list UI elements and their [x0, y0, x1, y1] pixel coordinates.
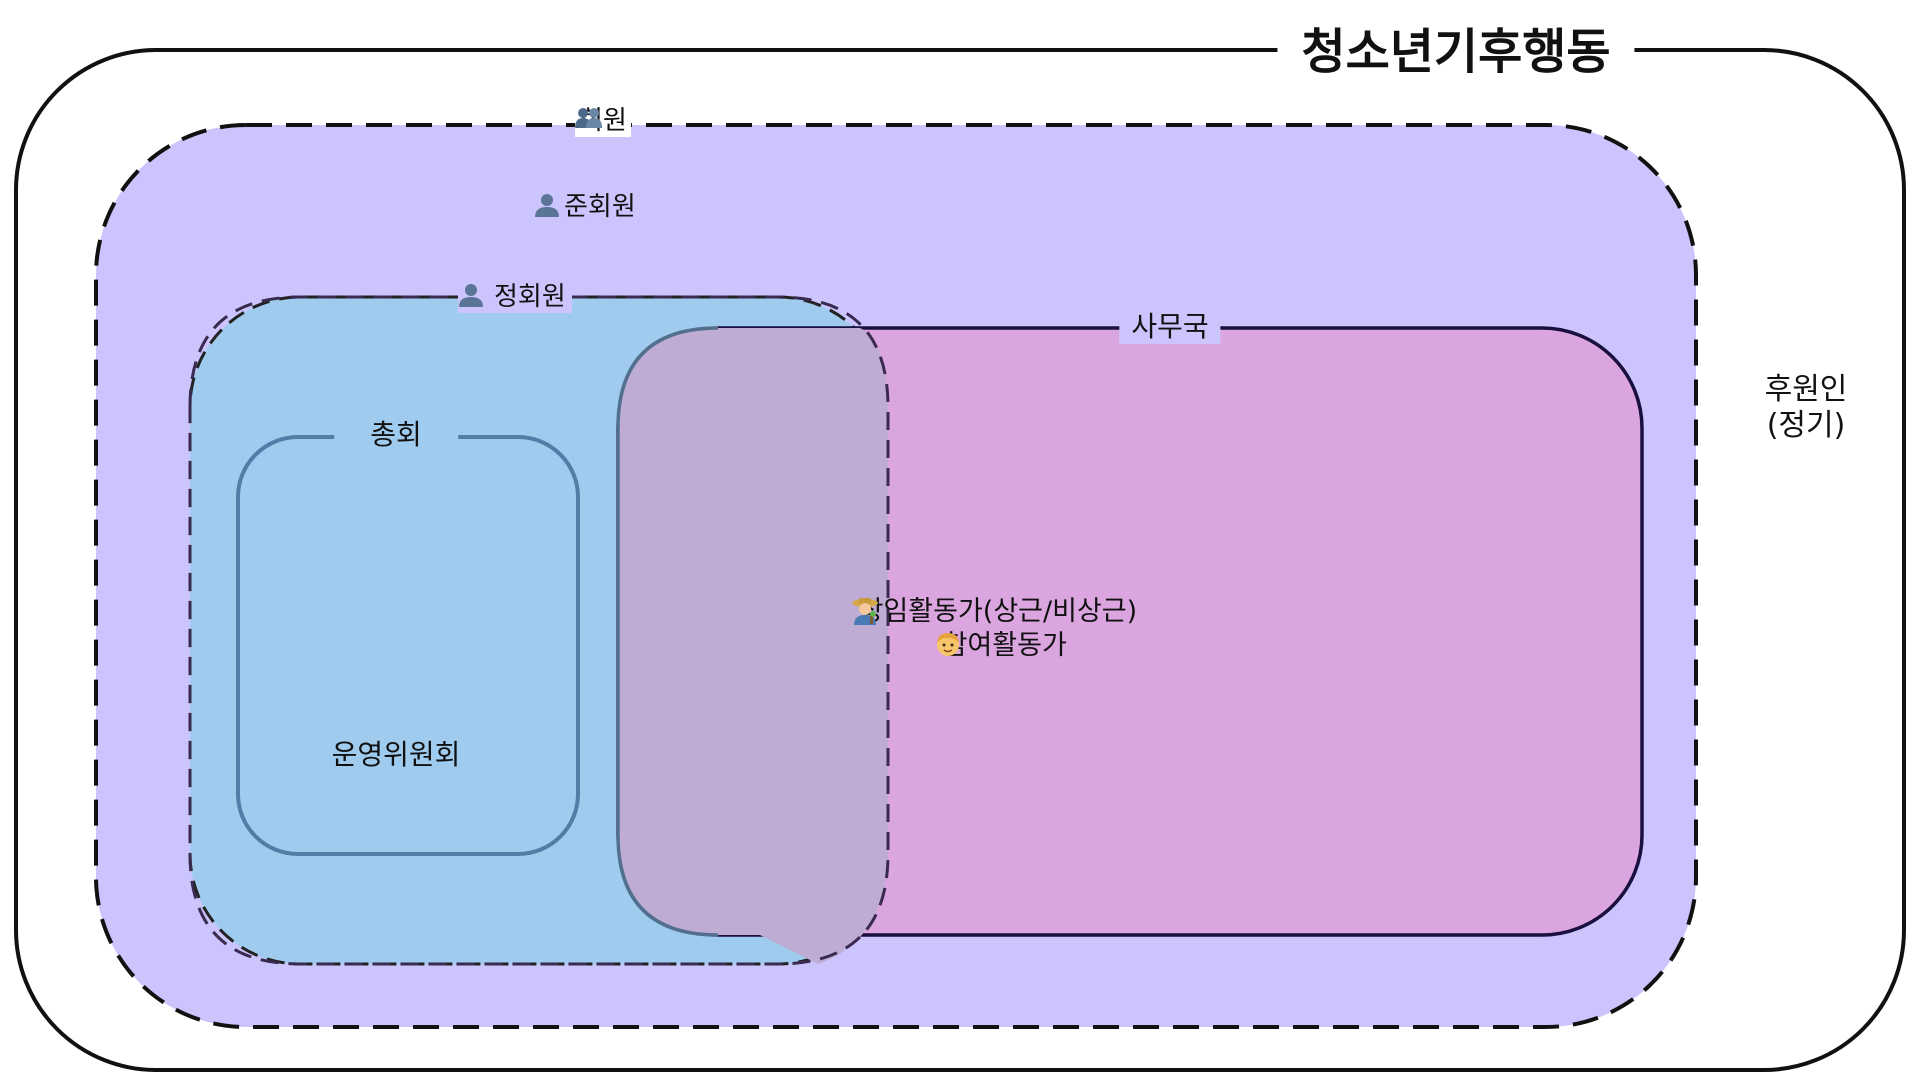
general-assembly-label: 총회: [334, 418, 458, 452]
committee-label: 운영위원회: [331, 738, 461, 771]
person-icon: [534, 194, 560, 221]
fulltime-activist-text: 상임활동가(상근/비상근): [858, 596, 1138, 627]
secretariat-label: 사무국: [1119, 310, 1221, 344]
associate-members-text: 준회원: [564, 192, 636, 222]
fulltime-activist-label: 상임활동가(상근/비상근): [850, 596, 1137, 628]
sponsor-line-1: 후원인: [1764, 372, 1848, 407]
participating-activist-label: 참여활동가: [934, 630, 1067, 662]
secretariat-left-edge: [616, 326, 719, 937]
overlap-region: [618, 328, 888, 964]
regular-members-text: 정회원: [494, 282, 566, 312]
diagram-title: 청소년기후행동: [1277, 24, 1635, 82]
members-label: 회원: [575, 106, 631, 138]
regular-members-label: 정회원: [458, 282, 572, 314]
sponsor-label: 후원인 (정기): [1756, 372, 1856, 444]
associate-members-label: 준회원: [534, 192, 636, 223]
regular-members-boundary-overlay: [188, 295, 890, 966]
person-icon: [459, 284, 490, 311]
sponsor-line-2: (정기): [1766, 408, 1846, 443]
participating-activist-text: 참여활동가: [942, 630, 1067, 661]
